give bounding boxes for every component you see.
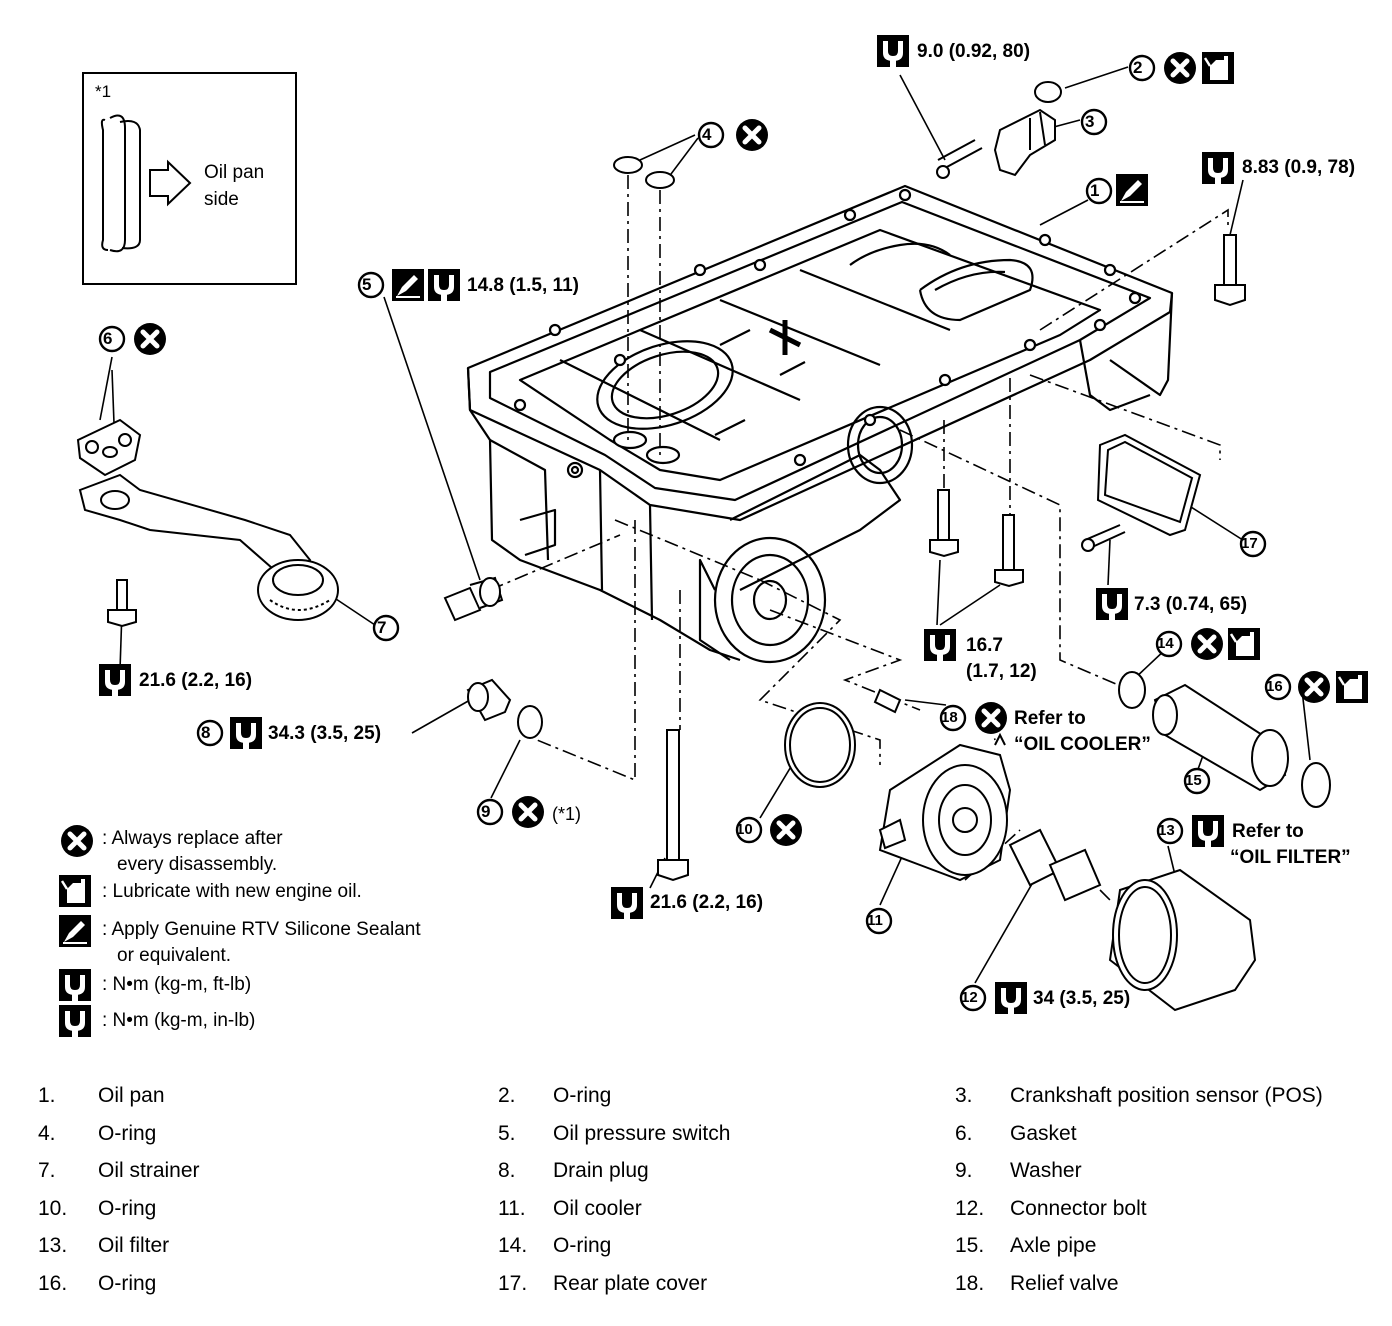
torque-strainer-bolt: 21.6 (2.2, 16) [139,670,253,691]
small-parts [76,81,1331,1012]
parts-name-3: Crankshaft position sensor (POS) [1010,1084,1323,1107]
washer-note: (*1) [552,804,582,824]
part-number-15: 15 [1185,772,1202,789]
part-number-11: 11 [867,912,883,929]
legend-torque-ft: : N•m (kg-m, ft-lb) [102,974,252,995]
parts-name-18: Relief valve [1010,1272,1119,1295]
parts-name-1: Oil pan [98,1084,165,1107]
torque-drain-plug: 34.3 (3.5, 25) [268,723,382,744]
parts-name-17: Rear plate cover [553,1272,708,1295]
legend-replace-1: : Always replace after [102,828,283,849]
legend-lubricate: : Lubricate with new engine oil. [102,881,362,902]
assembly-dash-lines [489,175,1229,901]
parts-num-6: 6. [955,1122,973,1145]
part-number-12: 12 [961,989,978,1006]
parts-name-2: O-ring [553,1084,612,1107]
parts-num-8: 8. [498,1159,516,1182]
torque-connector-bolt: 34 (3.5, 25) [1033,988,1131,1009]
torque-top-right-bolt: 8.83 (0.9, 78) [1242,157,1356,178]
inset-text-line2: side [204,189,239,210]
parts-name-10: O-ring [98,1197,157,1220]
inset-ref: *1 [95,82,112,101]
part-number-2: 2 [1133,58,1143,77]
part-number-17: 17 [1241,535,1258,552]
parts-name-8: Drain plug [553,1159,649,1182]
parts-name-9: Washer [1010,1159,1082,1182]
oil-filter-target: “OIL FILTER” [1230,847,1351,868]
legend-sealant-2: or equivalent. [117,945,232,966]
torque-pos-sensor-bolt: 9.0 (0.92, 80) [917,41,1031,62]
parts-num-10: 10. [38,1197,68,1220]
part-number-5: 5 [362,275,372,294]
part-number-16: 16 [1266,678,1283,695]
legend-sealant-1: : Apply Genuine RTV Silicone Sealant [102,919,421,940]
part-number-13: 13 [1158,822,1175,839]
torque-rear-plate-bolt: 7.3 (0.74, 65) [1134,594,1248,615]
parts-num-2: 2. [498,1084,516,1107]
part-number-1: 1 [1090,181,1100,200]
torque-pan-bolts-1: 16.7 [966,635,1003,656]
parts-name-13: Oil filter [98,1234,170,1257]
part-number-4: 4 [702,125,712,144]
inset-seal-profile [100,114,192,253]
parts-name-14: O-ring [553,1234,612,1257]
part-number-6: 6 [103,329,113,348]
parts-num-3: 3. [955,1084,973,1107]
relief-valve-refer: Refer to [1014,708,1086,729]
inset-detail-box: *1 Oil pan side [82,72,297,285]
parts-num-11: 11. [498,1197,526,1220]
parts-name-6: Gasket [1010,1122,1077,1145]
torque-pan-bolts-2: (1.7, 12) [966,661,1037,682]
parts-num-5: 5. [498,1122,516,1145]
parts-name-16: O-ring [98,1272,157,1295]
relief-valve-target: “OIL COOLER” [1014,734,1151,755]
parts-name-4: O-ring [98,1122,157,1145]
part-number-18: 18 [941,709,958,726]
oil-filter-refer: Refer to [1232,821,1304,842]
torque-long-bolt: 21.6 (2.2, 16) [650,892,764,913]
parts-name-15: Axle pipe [1010,1234,1097,1257]
parts-num-13: 13. [38,1234,68,1257]
parts-name-5: Oil pressure switch [553,1122,731,1145]
parts-name-11: Oil cooler [553,1197,642,1220]
parts-name-7: Oil strainer [98,1159,200,1182]
part-number-14: 14 [1157,635,1174,652]
parts-num-4: 4. [38,1122,56,1145]
parts-num-16: 16. [38,1272,68,1295]
parts-num-18: 18. [955,1272,985,1295]
parts-name-12: Connector bolt [1010,1197,1147,1220]
part-number-8: 8 [201,723,211,742]
parts-num-14: 14. [498,1234,528,1257]
parts-num-7: 7. [38,1159,56,1182]
parts-num-15: 15. [955,1234,985,1257]
inset-text-line1: Oil pan [204,162,265,183]
parts-num-12: 12. [955,1197,985,1220]
parts-num-9: 9. [955,1159,973,1182]
part-number-circles [98,54,1292,1012]
torque-pressure-switch: 14.8 (1.5, 11) [467,275,579,296]
oil-pan-body [466,184,1174,664]
legend-replace-2: every disassembly. [117,854,278,875]
part-number-10: 10 [736,821,753,838]
part-number-9: 9 [481,802,491,821]
parts-num-17: 17. [498,1272,528,1295]
parts-num-1: 1. [38,1084,56,1107]
legend-torque-in: : N•m (kg-m, in-lb) [102,1010,256,1031]
part-number-3: 3 [1085,112,1095,131]
part-number-7: 7 [377,618,387,637]
